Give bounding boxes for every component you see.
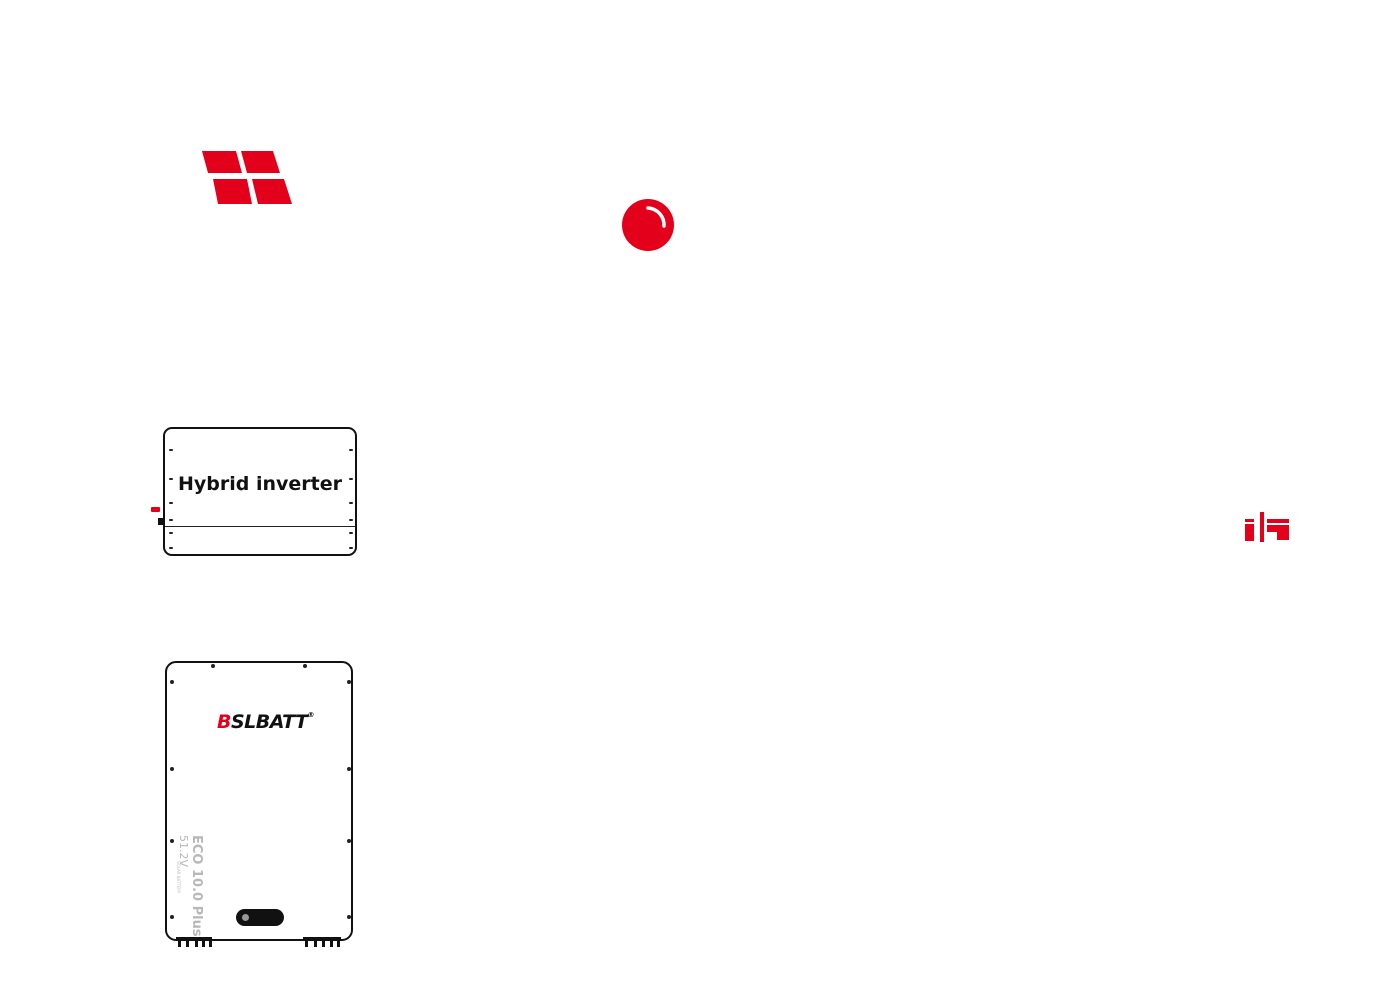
battery-screw [170, 839, 174, 843]
inverter-screw [349, 532, 353, 534]
inverter-divider [165, 526, 355, 527]
battery-terminal-pin [195, 937, 198, 947]
brand-reg-mark: ® [307, 711, 315, 719]
brand-first-letter: B [217, 711, 231, 733]
inverter-screw [169, 478, 173, 480]
battery-screw [347, 915, 351, 919]
battery-terminal-pin [202, 937, 205, 947]
inverter-red-connector [151, 507, 160, 512]
inverter-screw [169, 449, 173, 451]
appliance-icon [1245, 512, 1289, 542]
battery-screw [303, 664, 307, 668]
battery-terminal-pin [330, 937, 333, 947]
battery-indicator [242, 914, 249, 921]
battery-terminal-pin [322, 937, 325, 947]
battery-brand-logo: BSLBATT® [217, 711, 314, 733]
light-bulb-icon [622, 199, 674, 251]
battery-screw [347, 839, 351, 843]
battery-terminal-pin [186, 937, 189, 947]
inverter-screw [349, 547, 353, 549]
battery-screw [170, 915, 174, 919]
brand-name: SLBATT [230, 711, 308, 733]
inverter-screw [349, 519, 353, 521]
battery-terminal-left [176, 937, 212, 940]
inverter-screw [169, 502, 173, 504]
battery-unit: BSLBATT® ECO 10.0 Plus 51.2V SOLAR BATTE… [165, 661, 353, 941]
battery-model: ECO 10.0 Plus [189, 835, 204, 937]
battery-model-block: ECO 10.0 Plus 51.2V SOLAR BATTERY [176, 835, 205, 937]
battery-terminal-pin [305, 937, 308, 947]
battery-terminal-pin [209, 937, 212, 947]
inverter-screw [349, 478, 353, 480]
battery-terminal-pin [178, 937, 181, 947]
solar-panel-icon [202, 151, 292, 204]
battery-handle [236, 909, 284, 926]
inverter-black-connector [158, 518, 164, 525]
hybrid-inverter-box: Hybrid inverter [163, 427, 357, 556]
battery-terminal-pin [314, 937, 317, 947]
inverter-screw [169, 532, 173, 534]
inverter-screw [349, 449, 353, 451]
inverter-screw [169, 519, 173, 521]
inverter-screw [169, 547, 173, 549]
inverter-screw [349, 502, 353, 504]
battery-screw [170, 680, 174, 684]
battery-screw [347, 767, 351, 771]
battery-terminal-pin [337, 937, 340, 947]
inverter-label: Hybrid inverter [177, 473, 342, 495]
battery-screw [347, 680, 351, 684]
battery-subtitle: SOLAR BATTERY [176, 861, 181, 894]
battery-screw [170, 767, 174, 771]
battery-screw [211, 664, 215, 668]
